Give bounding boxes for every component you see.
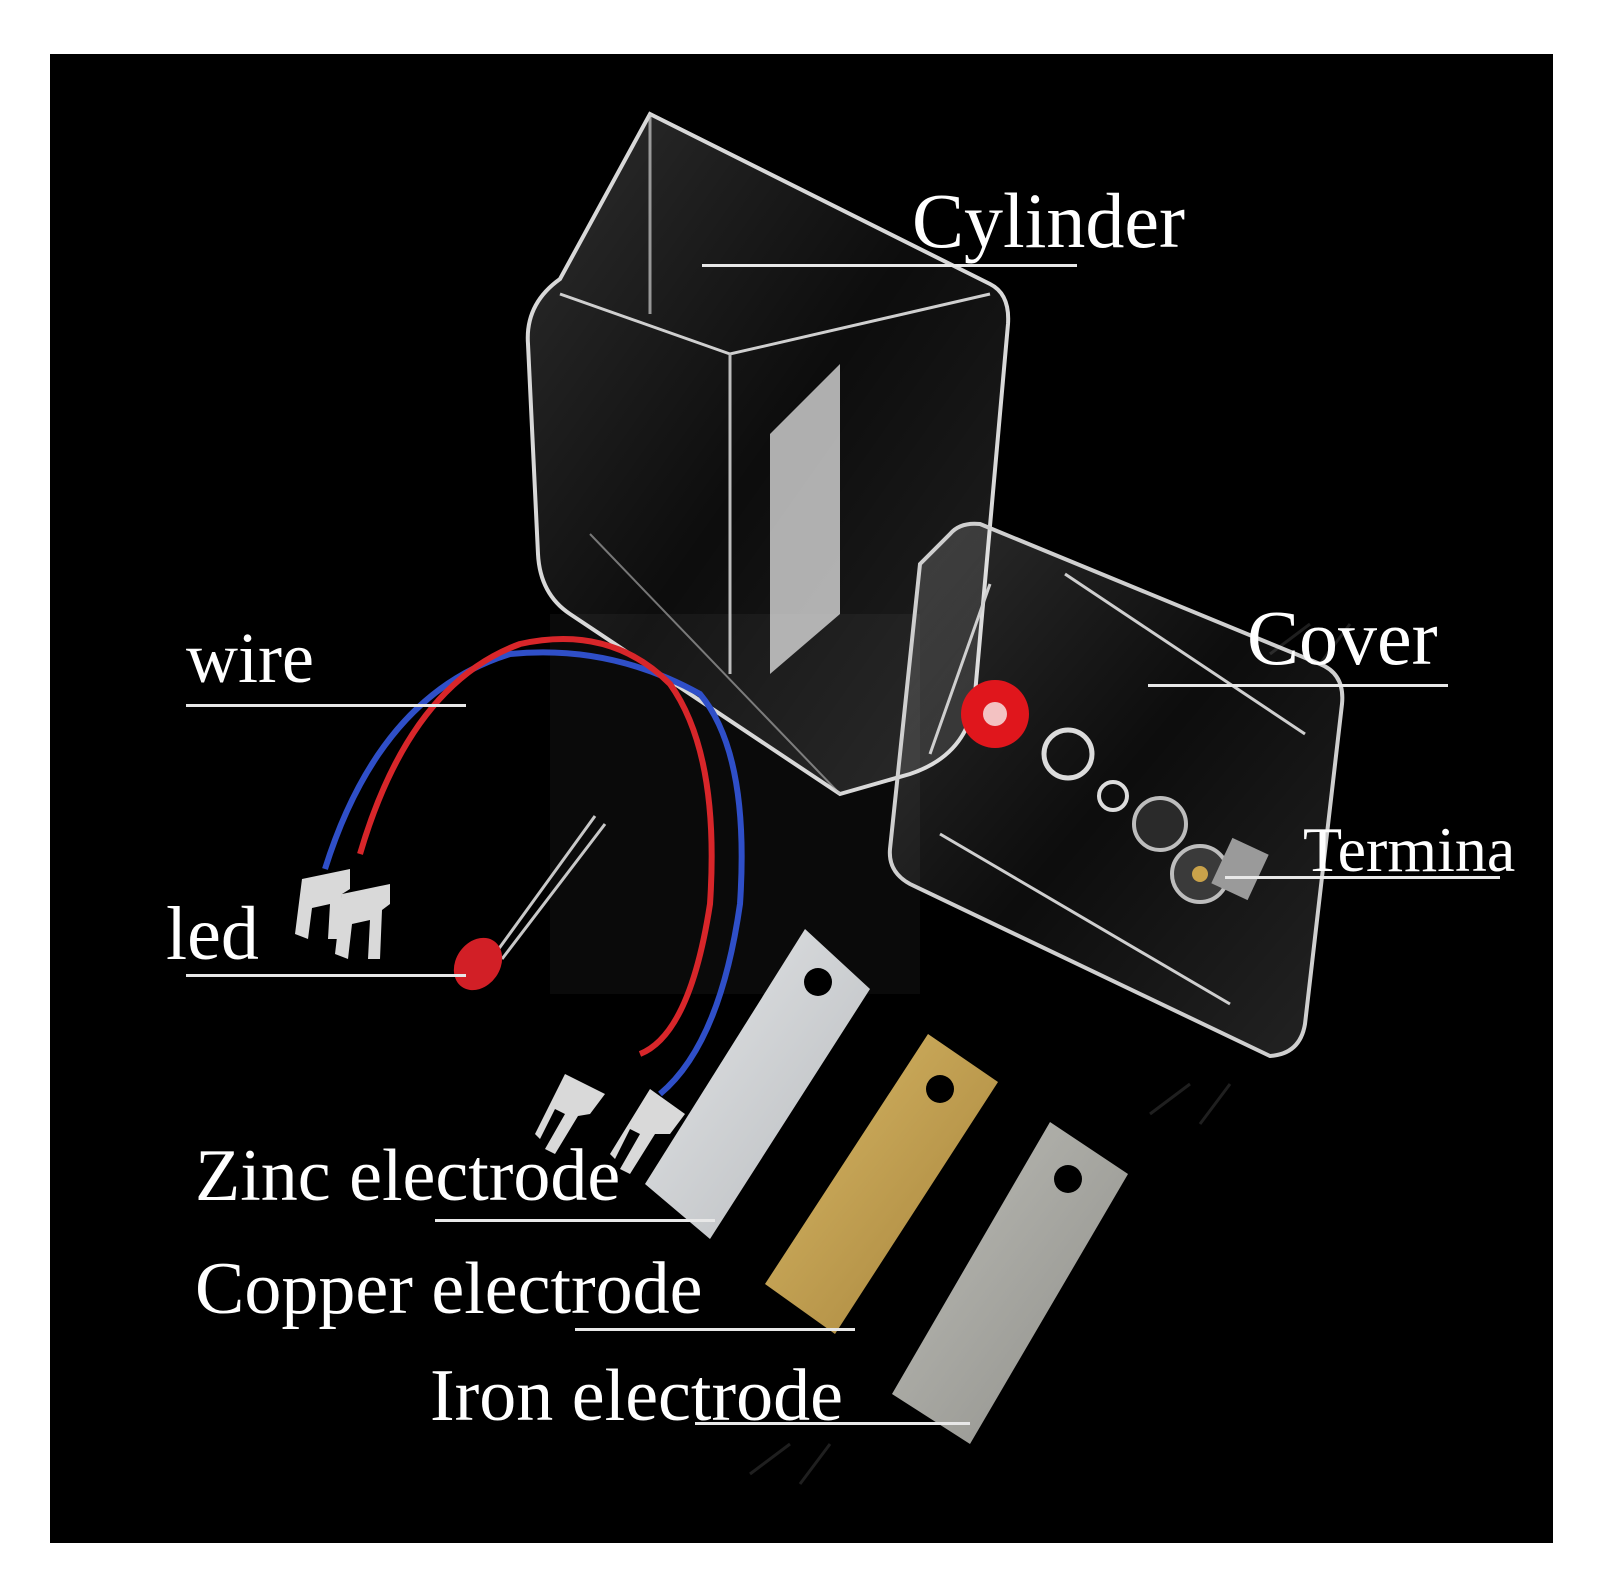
iron-electrode-plate	[892, 1122, 1128, 1444]
spade-connector-icon	[295, 869, 685, 1174]
iron-electrode-label: Iron electrode	[430, 1355, 843, 1437]
copper-electrode-plate	[765, 1034, 998, 1334]
cylinder-label: Cylinder	[912, 177, 1185, 264]
led-icon	[453, 815, 607, 991]
scene-illustration	[295, 111, 1352, 1485]
zinc-electrode-plate	[645, 929, 870, 1239]
wire-leader-line	[186, 704, 466, 707]
watermark-pattern	[749, 622, 1352, 1485]
hole-icon	[1041, 727, 1095, 781]
blue-wire	[322, 649, 745, 1097]
copper-electrode-leader-line	[575, 1328, 855, 1331]
zinc-electrode-leader-line	[435, 1219, 715, 1222]
zinc-electrode-label: Zinc electrode	[195, 1135, 621, 1217]
divider-plate	[770, 364, 840, 674]
red-wire	[357, 636, 715, 1057]
cover-leader-line	[1148, 684, 1448, 687]
hole-icon	[1132, 796, 1188, 852]
red-terminal-knob-icon	[961, 680, 1029, 748]
terminal-label: Termina	[1303, 814, 1516, 885]
cover-label: Cover	[1247, 594, 1438, 681]
led-label: led	[166, 892, 259, 976]
iron-electrode-leader-line	[695, 1422, 970, 1425]
metal-terminal-icon	[1170, 837, 1269, 904]
cover-plate	[887, 521, 1345, 1059]
wire-label: wire	[186, 618, 314, 698]
led-leader-line	[186, 974, 466, 977]
hole-icon	[1097, 780, 1129, 812]
terminal-leader-line	[1225, 876, 1500, 879]
copper-electrode-label: Copper electrode	[195, 1248, 703, 1330]
cylinder-box	[525, 111, 1011, 797]
cylinder-leader-line	[702, 264, 1077, 267]
product-photo: Cylinder wire Cover Termina led Zinc ele…	[50, 54, 1553, 1543]
